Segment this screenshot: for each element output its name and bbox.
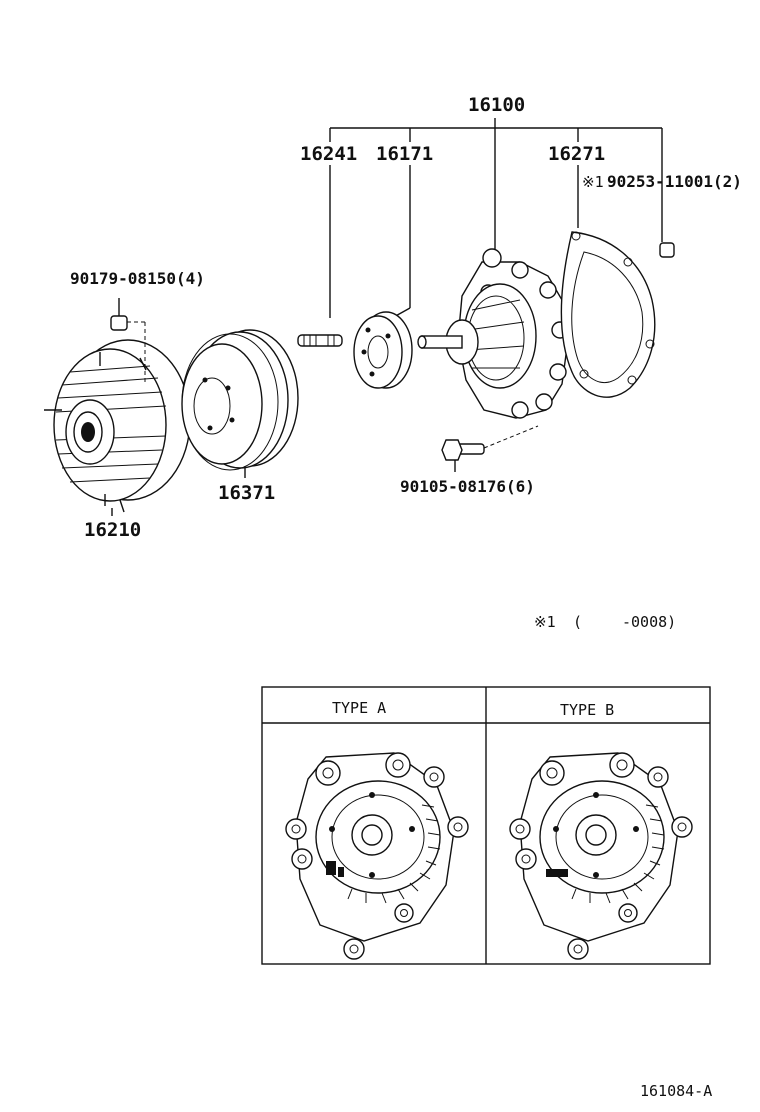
callout-90179: 90179-08150(4) (70, 269, 205, 288)
type-b-pump-view (509, 752, 693, 960)
bolt-90105 (441, 425, 539, 472)
callout-16371: 16371 (218, 482, 275, 504)
callout-90105: 90105-08176(6) (400, 477, 535, 496)
nut-90179 (110, 298, 146, 384)
plug-90253 (659, 242, 675, 258)
diagram-id: 161084-A (640, 1082, 712, 1100)
water-pump-16100 (417, 248, 569, 419)
flange-16171 (353, 311, 413, 389)
callout-16100: 16100 (468, 94, 525, 116)
pulley-16371 (181, 329, 299, 478)
callout-90253: 90253-11001(2) (607, 172, 742, 191)
gasket-16271 (560, 231, 656, 398)
stud-16241 (297, 334, 343, 347)
footnote-mark: ※1 (534, 613, 556, 631)
fan-clutch-16210 (44, 339, 191, 516)
footnote-range: -0008) (622, 613, 676, 631)
callout-16210: 16210 (84, 519, 141, 541)
type-a-pump-view (285, 752, 469, 960)
footnote-open-paren: ( (573, 613, 582, 631)
callout-16271: 16271 (548, 143, 605, 165)
callout-16171: 16171 (376, 143, 433, 165)
callout-90253-mark: ※1 (582, 173, 604, 191)
callout-16241: 16241 (300, 143, 357, 165)
type-table (261, 686, 711, 965)
type-a-header: TYPE A (332, 699, 386, 717)
type-b-header: TYPE B (560, 701, 614, 719)
assembly-bracket-16100 (329, 118, 663, 319)
